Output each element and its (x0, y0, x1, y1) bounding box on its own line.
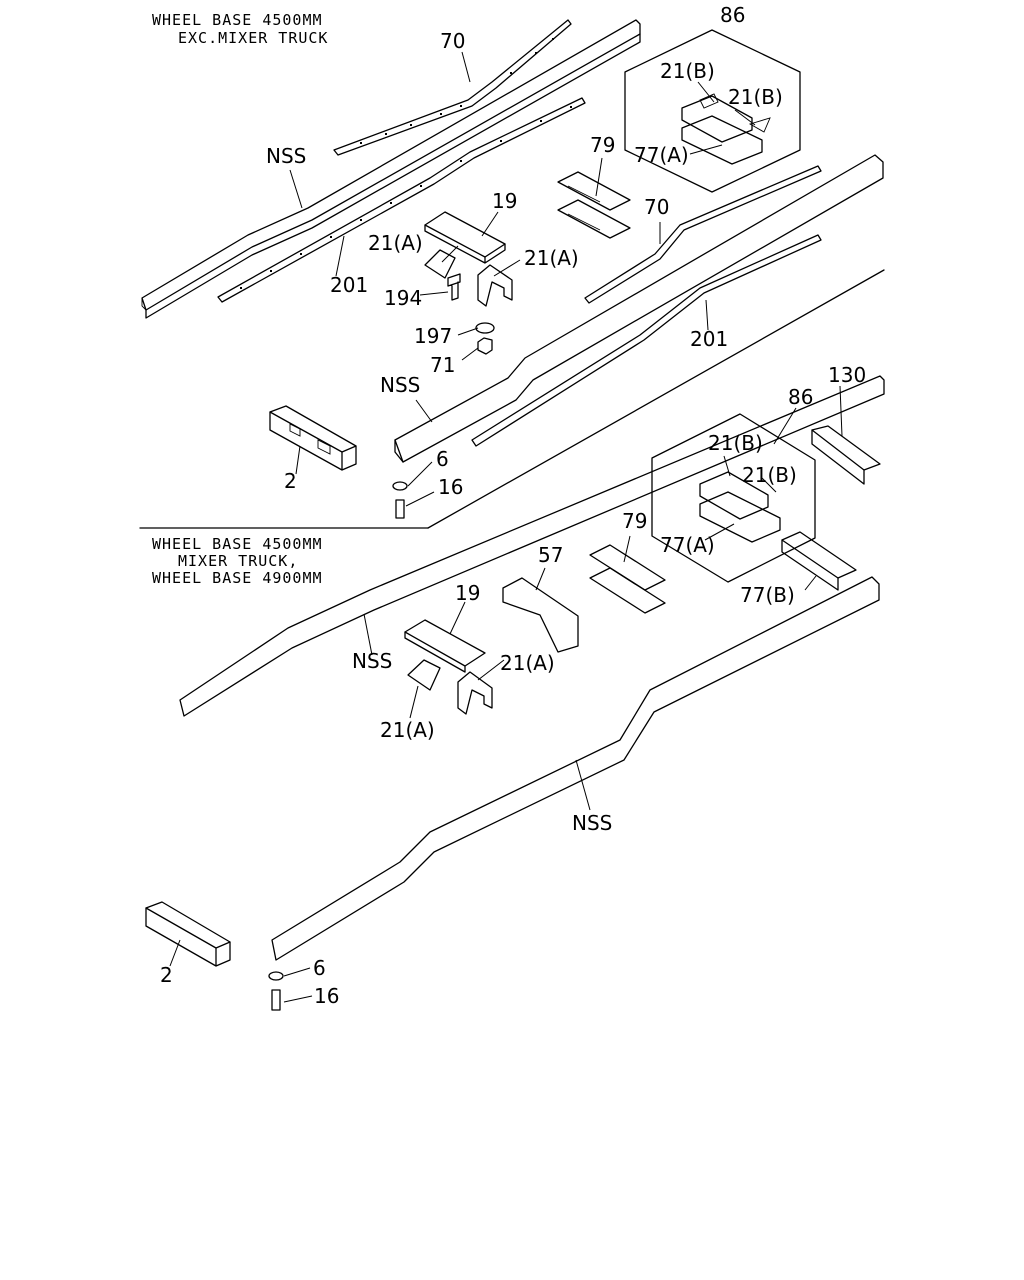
side-rail-nss-lower-b (271, 576, 880, 961)
side-rail-nss-lower-a (179, 375, 885, 717)
callout-16-bottom: 16 (314, 984, 339, 1008)
callout-21b-top-2: 21(B) (728, 85, 783, 109)
bracket-21a-upper-left (424, 249, 456, 279)
side-rail-nss-upper-a (141, 19, 641, 319)
callout-2-bottom: 2 (160, 963, 173, 987)
callout-6-top: 6 (436, 447, 449, 471)
note-mid-line3: WHEEL BASE 4900MM (152, 569, 323, 587)
bracket-79-upper (557, 171, 631, 239)
crossmember-130 (811, 425, 881, 485)
note-top-line1: WHEEL BASE 4500MM (152, 11, 323, 29)
callout-19-bottom: 19 (455, 581, 480, 605)
group-86-upper (624, 29, 801, 193)
crossmember-19-lower (404, 619, 486, 673)
washer-6-upper (392, 481, 408, 491)
callout-21a-top-left: 21(A) (368, 231, 423, 255)
washer-197 (475, 322, 495, 334)
crossmember-19-upper (424, 211, 506, 264)
reinforcement-201-upper-b (471, 234, 822, 447)
callout-21b-top-1: 21(B) (660, 59, 715, 83)
callout-79-bottom: 79 (622, 509, 647, 533)
callout-79-top: 79 (590, 133, 615, 157)
callout-57: 57 (538, 543, 563, 567)
callout-86-bottom: 86 (788, 385, 813, 409)
bracket-2-lower (145, 901, 231, 967)
crossmember-77b (781, 531, 857, 591)
note-top-line2: EXC.MIXER TRUCK (178, 29, 328, 47)
callout-21b-bottom-2: 21(B) (742, 463, 797, 487)
callout-70-top: 70 (440, 29, 465, 53)
callout-nss-mid: NSS (380, 373, 420, 397)
bracket-79-lower (589, 544, 666, 614)
side-rail-nss-upper-b (394, 154, 884, 463)
callout-197: 197 (414, 324, 452, 348)
callout-2-top: 2 (284, 469, 297, 493)
note-mid-line2: MIXER TRUCK, (178, 552, 298, 570)
callout-194: 194 (384, 286, 422, 310)
callout-130: 130 (828, 363, 866, 387)
callouts: 70 86 21(B) 21(B) 77(A) 79 NSS 19 70 21(… (160, 3, 866, 1008)
nut-71 (477, 337, 493, 355)
bolt-16-upper (395, 499, 405, 519)
bolt-16-lower (271, 989, 281, 1011)
callout-86-top: 86 (720, 3, 745, 27)
callout-77a-bottom: 77(A) (660, 533, 715, 557)
bracket-2-upper (269, 405, 357, 471)
reinforcement-plate-70-upper (333, 19, 572, 156)
callout-21a-bottom-left: 21(A) (380, 718, 435, 742)
callout-21a-bottom-right: 21(A) (500, 651, 555, 675)
callout-nss-top: NSS (266, 144, 306, 168)
reinforcement-201-upper-a (217, 97, 586, 303)
note-mid-line1: WHEEL BASE 4500MM (152, 535, 323, 553)
bracket-21a-upper-right (477, 264, 513, 307)
bolt-194 (447, 273, 461, 301)
bracket-57 (502, 577, 579, 653)
washer-6-lower (268, 971, 284, 981)
callout-21b-bottom-1: 21(B) (708, 431, 763, 455)
callout-71: 71 (430, 353, 455, 377)
group-86-lower (651, 413, 816, 583)
bracket-21a-lower-right (457, 671, 493, 715)
callout-6-bottom: 6 (313, 956, 326, 980)
callout-77b: 77(B) (740, 583, 795, 607)
callout-19-top: 19 (492, 189, 517, 213)
callout-201-mid: 201 (690, 327, 728, 351)
callout-77a-top: 77(A) (634, 143, 689, 167)
reinforcement-plate-70-lower (584, 165, 822, 304)
callout-nss-bottom: NSS (572, 811, 612, 835)
bracket-21a-lower-left (407, 659, 441, 691)
callout-16-top: 16 (438, 475, 463, 499)
callout-nss-lower: NSS (352, 649, 392, 673)
callout-21a-top-right: 21(A) (524, 246, 579, 270)
callout-201-top: 201 (330, 273, 368, 297)
section-divider-diagonal (427, 269, 885, 529)
leader-lines (169, 51, 843, 1003)
callout-70-mid: 70 (644, 195, 669, 219)
